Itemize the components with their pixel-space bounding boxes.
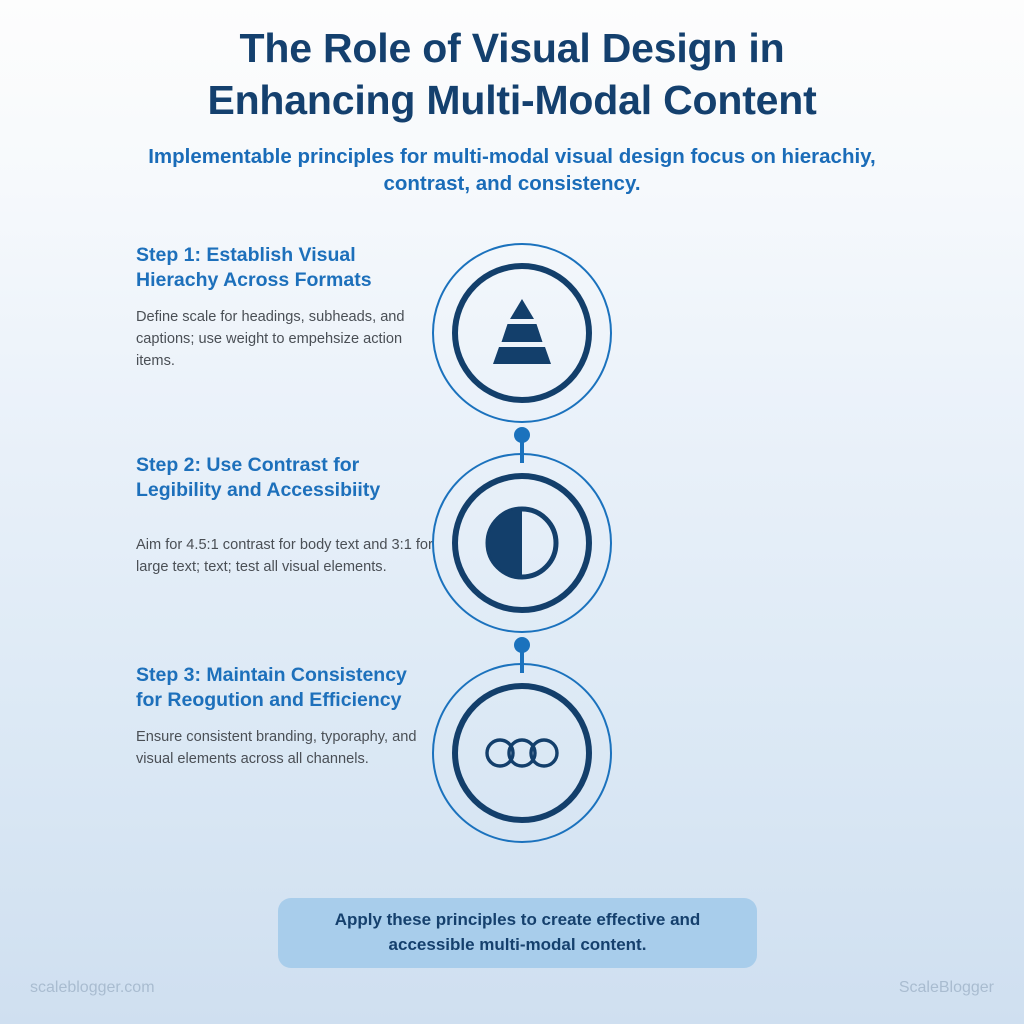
header: The Role of Visual Design in Enhancing M… (0, 22, 1024, 197)
outer-ring (432, 453, 612, 633)
step-3-body: Ensure consistent branding, typoraphy, a… (136, 728, 417, 767)
footer-site-url: scaleblogger.com (30, 979, 155, 996)
connector-2-3 (514, 637, 530, 673)
outer-ring (432, 663, 612, 843)
outer-ring (432, 243, 612, 423)
connector-line (520, 649, 524, 673)
step-1-text-block: Step 1: Establish Visual Hierachy Across… (136, 243, 436, 372)
step-row-1: Step 1: Establish Visual Hierachy Across… (0, 243, 1024, 463)
inner-ring (452, 473, 592, 613)
step-1-body: Define scale for headings, subheads, and… (136, 308, 405, 370)
connector-line (520, 439, 524, 463)
step-3-text-block: Step 3: Maintain Consistency for Reoguti… (136, 663, 436, 770)
step-row-2: Step 2: Use Contrast for Legibility and … (0, 453, 1024, 673)
step-3-node (432, 663, 612, 843)
page-title-line-1: The Role of Visual Design in (239, 25, 785, 71)
footer-brand-name: ScaleBlogger (898, 979, 994, 996)
step-3-heading: Step 3: Maintain Consistency for Reoguti… (136, 664, 407, 712)
step-2-text-block: Step 2: Use Contrast for Legibility and … (136, 453, 436, 578)
inner-ring (452, 263, 592, 403)
three-interlocking-rings-icon (452, 683, 592, 823)
connector-dot (514, 637, 530, 653)
page-subtitle: Implementable principles for multi-modal… (148, 144, 876, 196)
page-title: The Role of Visual Design in Enhancing M… (117, 22, 907, 127)
page-title-line-2: Enhancing Multi-Modal Content (207, 77, 817, 124)
step-2-body: Aim for 4.5:1 contrast for body text and… (136, 536, 433, 575)
connector-dot (514, 427, 530, 443)
step-1-node (432, 243, 612, 423)
pyramid-hierarchy-icon (452, 263, 592, 403)
contrast-half-circle-icon (452, 473, 592, 613)
step-2-node (432, 453, 612, 633)
step-2-heading: Step 2: Use Contrast for Legibility and … (136, 454, 381, 502)
cta-banner[interactable]: Apply these principles to create effecti… (278, 898, 757, 968)
steps-timeline: Step 1: Establish Visual Hierachy Across… (0, 243, 1024, 873)
inner-ring (452, 683, 592, 823)
cta-text: Apply these principles to create effecti… (334, 910, 701, 954)
connector-1-2 (514, 427, 530, 463)
step-row-3: Step 3: Maintain Consistency for Reoguti… (0, 663, 1024, 873)
step-1-heading: Step 1: Establish Visual Hierachy Across… (136, 244, 372, 292)
